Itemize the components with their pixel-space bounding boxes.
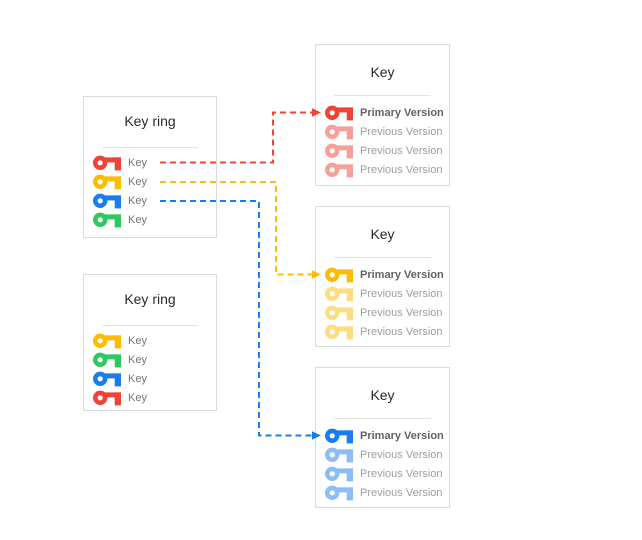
panel-title: Key (370, 387, 395, 403)
key-panel-yellow: Key Primary Version Previous Version Pre… (315, 206, 450, 347)
panel-title: Key (370, 64, 395, 80)
key-version-row: Previous Version (316, 141, 449, 160)
key-label: Key (128, 334, 147, 347)
key-label: Key (128, 194, 147, 207)
key-version-row: Primary Version (316, 265, 449, 284)
key-version-row: Previous Version (316, 323, 449, 342)
key-icon (93, 193, 121, 209)
key-version-label: Previous Version (360, 287, 443, 300)
panel-title: Key ring (124, 291, 176, 307)
key-version-label: Previous Version (360, 144, 443, 157)
key-icon (93, 390, 121, 406)
key-icon (93, 352, 121, 368)
key-label: Key (128, 353, 147, 366)
key-icon (93, 174, 121, 190)
panel-divider (334, 95, 431, 96)
key-label: Key (128, 214, 147, 227)
key-version-row: Previous Version (316, 161, 449, 180)
key-row: Key (84, 389, 216, 408)
key-version-label: Previous Version (360, 125, 443, 138)
key-version-row: Previous Version (316, 284, 449, 303)
key-icon (325, 286, 353, 302)
key-version-label: Previous Version (360, 306, 443, 319)
key-row: Key (84, 172, 216, 191)
key-row: Key (84, 369, 216, 388)
key-icon (93, 371, 121, 387)
key-version-row: Previous Version (316, 484, 449, 503)
key-icon (325, 324, 353, 340)
key-label: Key (128, 392, 147, 405)
key-icon (325, 124, 353, 140)
key-row: Key (84, 350, 216, 369)
key-label: Key (128, 156, 147, 169)
key-icon (93, 155, 121, 171)
panel-divider (102, 147, 198, 148)
key-icon (93, 212, 121, 228)
key-version-label: Primary Version (360, 429, 444, 442)
key-row: Key (84, 331, 216, 350)
panel-title: Key (370, 226, 395, 242)
key-icon (325, 143, 353, 159)
key-version-row: Previous Version (316, 464, 449, 483)
key-version-row: Previous Version (316, 122, 449, 141)
key-icon (325, 162, 353, 178)
key-ring-panel-2: Key ring Key Key Key Key (83, 274, 217, 411)
panel-divider (102, 325, 198, 326)
key-version-label: Primary Version (360, 268, 444, 281)
key-icon (325, 485, 353, 501)
key-label: Key (128, 175, 147, 188)
key-icon (325, 105, 353, 121)
panel-divider (334, 418, 431, 419)
key-row: Key (84, 211, 216, 230)
key-icon (325, 267, 353, 283)
key-panel-blue: Key Primary Version Previous Version Pre… (315, 367, 450, 508)
key-version-label: Previous Version (360, 448, 443, 461)
key-icon (325, 305, 353, 321)
key-version-row: Previous Version (316, 445, 449, 464)
key-panel-red: Key Primary Version Previous Version Pre… (315, 44, 450, 186)
key-row: Key (84, 153, 216, 172)
panel-divider (334, 257, 431, 258)
key-icon (93, 333, 121, 349)
key-row: Key (84, 191, 216, 210)
key-version-label: Primary Version (360, 106, 444, 119)
key-version-label: Previous Version (360, 326, 443, 339)
panel-title: Key ring (124, 113, 176, 129)
key-icon (325, 428, 353, 444)
key-version-label: Previous Version (360, 467, 443, 480)
key-version-label: Previous Version (360, 487, 443, 500)
key-label: Key (128, 372, 147, 385)
key-version-row: Primary Version (316, 103, 449, 122)
key-version-label: Previous Version (360, 164, 443, 177)
key-ring-panel-1: Key ring Key Key Key Key (83, 96, 217, 238)
key-icon (325, 466, 353, 482)
key-icon (325, 447, 353, 463)
key-version-row: Primary Version (316, 426, 449, 445)
key-version-row: Previous Version (316, 303, 449, 322)
